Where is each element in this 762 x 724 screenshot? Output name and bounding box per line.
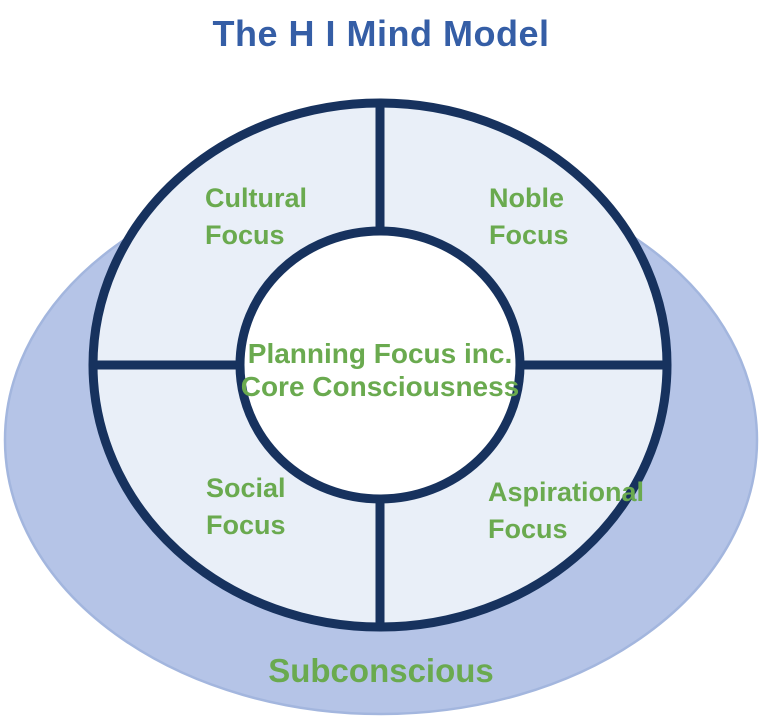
quadrant-label-line1: Aspirational [488,477,645,507]
quadrant-label-line1: Social [206,473,286,503]
quadrant-label-line2: Focus [205,220,285,250]
quadrant-label-social: Social Focus [206,470,286,544]
core-label-line2: Core Consciousness [240,371,520,402]
quadrant-label-cultural: Cultural Focus [205,180,307,254]
core-circle [235,226,525,504]
quadrant-label-line2: Focus [206,510,286,540]
quadrant-label-line2: Focus [489,220,569,250]
core-label-line1: Planning Focus inc. [247,338,513,369]
quadrant-label-noble: Noble Focus [489,180,569,254]
quadrant-label-line1: Noble [489,183,565,213]
quadrant-label-line2: Focus [488,514,568,544]
quadrant-label-aspirational: Aspirational Focus [488,474,644,548]
subconscious-label: Subconscious [268,652,494,689]
page-title: The H I Mind Model [212,13,550,54]
quadrant-label-line1: Cultural [205,183,308,213]
core-label: Planning Focus inc. Core Consciousness [241,337,520,403]
